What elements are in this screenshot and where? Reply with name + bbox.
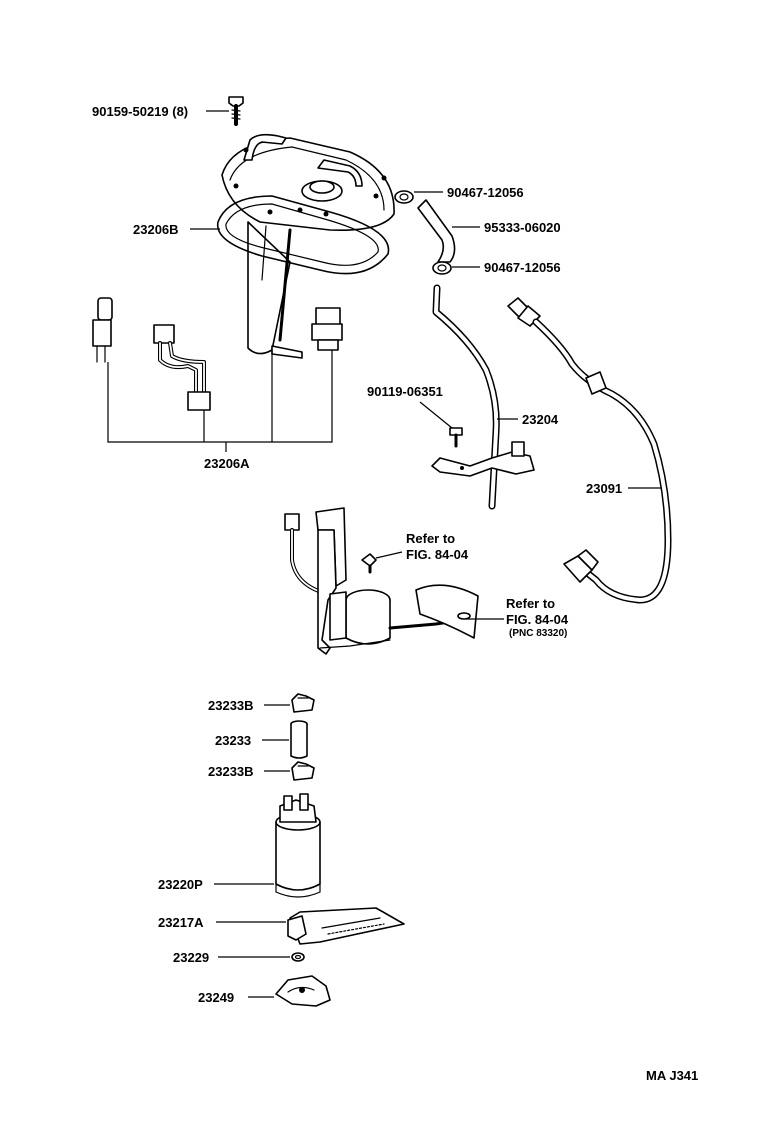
connector-left [92, 297, 113, 363]
clamp-23233b-lower [291, 761, 315, 781]
label-23206a: 23206A [204, 456, 250, 471]
fuel-pump-23220p [275, 793, 321, 898]
bolt-90159-50219 [228, 96, 244, 126]
label-90119-06351: 90119-06351 [367, 384, 443, 399]
cushion-23249 [275, 975, 331, 1007]
connector-right [311, 307, 343, 351]
refer-2-line-2: FIG. 84-04 [506, 612, 569, 627]
label-23233: 23233 [215, 733, 251, 748]
label-90467-12056-bottom: 90467-12056 [484, 260, 561, 275]
fuel-line-23091 [507, 297, 672, 604]
refer-2-line-1: Refer to [506, 596, 555, 611]
screw-90119-06351 [449, 427, 463, 448]
sender-bracket-assembly [284, 507, 479, 655]
refer-2-line-3: (PNC 83320) [509, 628, 567, 639]
label-23204: 23204 [522, 412, 559, 427]
refer-1-line-1: Refer to [406, 531, 455, 546]
label-90159-50219: 90159-50219 (8) [92, 104, 188, 119]
diagram-code: MA J341 [646, 1068, 698, 1083]
filter-23217a [287, 907, 405, 945]
label-23229: 23229 [173, 950, 209, 965]
label-23220p: 23220P [158, 877, 203, 892]
small-screw [361, 553, 377, 574]
ring-23229 [291, 952, 305, 962]
label-23206b: 23206B [133, 222, 179, 237]
hose-95333-06020 [417, 199, 456, 263]
fuel-pump-bracket-23206b [216, 133, 395, 359]
fuel-tube-23204 [431, 284, 535, 510]
refer-1-line-2: FIG. 84-04 [406, 547, 469, 562]
label-23217a: 23217A [158, 915, 204, 930]
label-23233b-upper: 23233B [208, 698, 254, 713]
clamp-90467-12056-bottom [432, 261, 452, 275]
label-95333-06020: 95333-06020 [484, 220, 561, 235]
label-23091: 23091 [586, 481, 622, 496]
label-90467-12056-top: 90467-12056 [447, 185, 524, 200]
clamp-90467-12056-top [394, 190, 414, 204]
clamp-23233b-upper [291, 693, 315, 713]
label-23233b-lower: 23233B [208, 764, 254, 779]
connector-harness [153, 324, 211, 411]
pump-hose-23233 [290, 720, 308, 759]
label-23249: 23249 [198, 990, 234, 1005]
